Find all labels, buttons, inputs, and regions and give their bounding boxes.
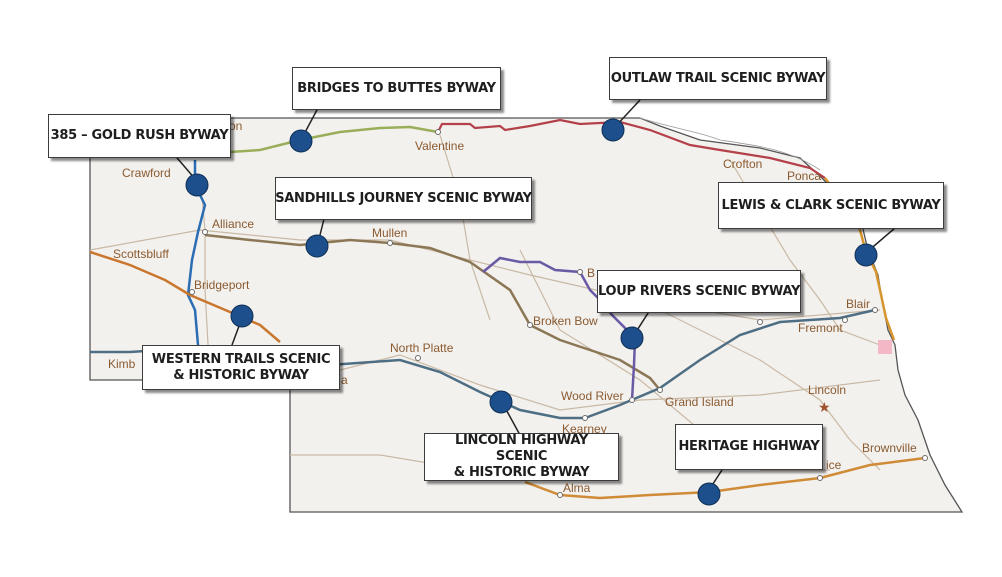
- callout-lincoln-highway-line1: LINCOLN HIGHWAY SCENIC: [454, 433, 589, 464]
- city-brownville: Brownville: [862, 441, 917, 455]
- callout-heritage-highway[interactable]: HERITAGE HIGHWAY: [675, 424, 823, 470]
- callout-lewis-clark-label: LEWIS & CLARK SCENIC BYWAY: [721, 197, 941, 213]
- callout-western-trails-line1: WESTERN TRAILS SCENIC: [151, 351, 331, 367]
- city-lincoln: Lincoln: [808, 383, 846, 397]
- city-blair: Blair: [846, 297, 870, 311]
- byway-markers: [185, 118, 878, 506]
- omaha-area: [878, 340, 892, 354]
- city-broken-bow: Broken Bow: [533, 314, 598, 328]
- route-bridges-to-buttes: [229, 125, 439, 154]
- city-crawford: Crawford: [122, 166, 171, 180]
- marker-outlaw: [601, 118, 625, 142]
- callout-sandhills-label: SANDHILLS JOURNEY SCENIC BYWAY: [275, 190, 532, 206]
- marker-lewis-clark: [854, 243, 878, 267]
- city-mullen: Mullen: [372, 226, 407, 240]
- city-north-platte: North Platte: [390, 341, 454, 355]
- city-ponca: Ponca: [787, 169, 821, 183]
- city-beatrice: ice: [826, 458, 842, 472]
- callout-loup-rivers[interactable]: LOUP RIVERS SCENIC BYWAY: [597, 270, 801, 313]
- city-fremont: Fremont: [798, 321, 843, 335]
- marker-bridges: [289, 129, 313, 153]
- callout-sandhills-journey[interactable]: SANDHILLS JOURNEY SCENIC BYWAY: [275, 177, 532, 220]
- marker-gold-rush: [185, 173, 209, 197]
- city-crofton: Crofton: [723, 157, 762, 171]
- city-grand-island: Grand Island: [665, 395, 734, 409]
- callout-outlaw-label: OUTLAW TRAIL SCENIC BYWAY: [610, 70, 826, 86]
- city-burwell: B: [587, 266, 595, 280]
- marker-western-trails: [230, 304, 254, 328]
- callout-western-trails-line2: & HISTORIC BYWAY: [173, 367, 309, 383]
- callout-bridges-label: BRIDGES TO BUTTES BYWAY: [297, 80, 496, 96]
- route-western-trails: [89, 250, 281, 343]
- marker-loup: [620, 326, 644, 350]
- city-kimball: Kimb: [108, 357, 136, 371]
- route-outlaw-trail: [437, 118, 826, 179]
- callout-western-trails[interactable]: WESTERN TRAILS SCENIC & HISTORIC BYWAY: [142, 345, 340, 390]
- city-chadron: on: [229, 119, 242, 133]
- callout-outlaw-trail[interactable]: OUTLAW TRAIL SCENIC BYWAY: [609, 57, 827, 100]
- callout-gold-rush[interactable]: 385 – GOLD RUSH BYWAY: [48, 114, 231, 158]
- callout-lincoln-highway-line2: & HISTORIC BYWAY: [453, 465, 590, 480]
- city-kearney: Kearney: [562, 422, 607, 436]
- callout-lincoln-highway[interactable]: LINCOLN HIGHWAY SCENIC & HISTORIC BYWAY: [424, 433, 619, 481]
- city-dots: [189, 129, 928, 498]
- callout-lewis-clark[interactable]: LEWIS & CLARK SCENIC BYWAY: [718, 182, 944, 229]
- city-wood-river: Wood River: [561, 389, 623, 403]
- city-valentine: Valentine: [415, 139, 464, 153]
- marker-sandhills: [305, 234, 329, 258]
- marker-heritage: [697, 482, 721, 506]
- city-alliance: Alliance: [212, 217, 254, 231]
- callout-loup-label: LOUP RIVERS SCENIC BYWAY: [597, 283, 801, 299]
- city-alma: Alma: [563, 481, 591, 495]
- marker-lincoln-highway: [489, 390, 513, 414]
- city-bridgeport: Bridgeport: [194, 278, 250, 292]
- city-ogallala: a: [341, 373, 348, 387]
- city-scottsbluff: Scottsbluff: [113, 247, 169, 261]
- callout-heritage-label: HERITAGE HIGHWAY: [678, 439, 820, 454]
- route-sandhills-journey: [204, 233, 661, 391]
- missouri-river: [639, 117, 821, 171]
- callout-gold-rush-label: 385 – GOLD RUSH BYWAY: [50, 128, 229, 143]
- callout-bridges-to-buttes[interactable]: BRIDGES TO BUTTES BYWAY: [292, 67, 501, 110]
- lincoln-star: ★: [818, 399, 831, 415]
